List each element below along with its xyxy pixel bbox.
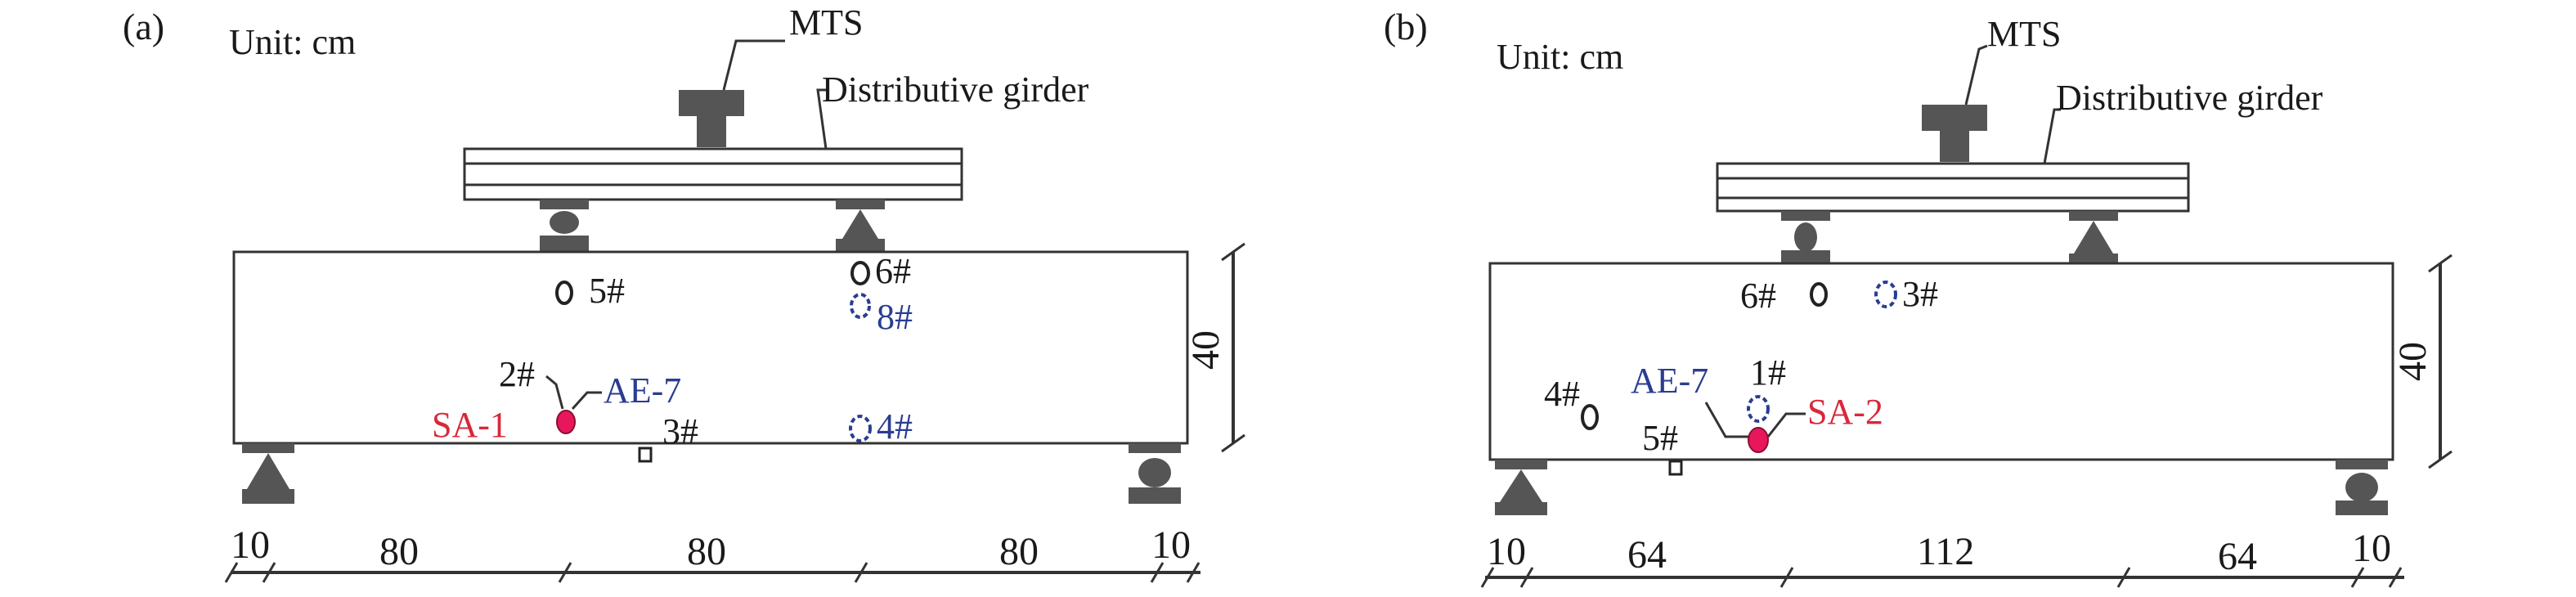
panel-b-mts-leader xyxy=(1964,44,1988,105)
panel-b-beam xyxy=(1488,262,2394,461)
panel-a-mts-leader xyxy=(722,39,785,91)
panel-b-dim-2: 64 xyxy=(1627,533,1667,577)
panel-b-ae-7-label: AE-7 xyxy=(1631,361,1708,401)
panel-b-upper-roller-support xyxy=(1781,211,1830,263)
panel-b-height-label: 40 xyxy=(2391,342,2435,381)
panel-a-height-dimension xyxy=(1221,242,1245,453)
panel-a-dim-2: 80 xyxy=(379,530,419,573)
panel-a-tag: (a) xyxy=(123,6,164,47)
panel-b-dim-5: 10 xyxy=(2352,527,2391,570)
panel-a-unit: Unit: cm xyxy=(229,22,356,62)
panel-a-sensor-8 xyxy=(850,293,871,319)
panel-a-dim-3: 80 xyxy=(687,530,726,573)
panel-a-dim-4: 80 xyxy=(999,530,1039,573)
panel-b-lower-roller-support xyxy=(2336,460,2388,515)
panel-a-sa-1-label: SA-1 xyxy=(432,405,508,445)
panel-a-sensor-8-label: 8# xyxy=(877,297,913,337)
panel-b-height-dimension xyxy=(2428,254,2453,469)
panel-a-upper-roller-support xyxy=(540,200,589,254)
panel-b-sensor-1-label: 1# xyxy=(1750,352,1786,393)
panel-b-lower-pin-support xyxy=(1495,460,1547,515)
panel-a-sensor-5 xyxy=(555,281,573,305)
panel-a-lower-roller-support xyxy=(1129,443,1181,504)
panel-b-mts-actuator xyxy=(1922,105,1987,162)
panel-a-mts-actuator xyxy=(679,90,744,147)
panel-a-span-dimension xyxy=(224,562,1200,583)
panel-a-sensor-4 xyxy=(849,415,872,442)
panel-b-sensor-3-label: 3# xyxy=(1902,274,1938,314)
panel-b-sensor-4-label: 4# xyxy=(1544,374,1580,414)
panel-a-sensor-2-label: 2# xyxy=(499,354,535,394)
panel-b-sensor-4 xyxy=(1581,404,1599,430)
panel-b-sensor-6-label: 6# xyxy=(1740,276,1776,316)
panel-a-distributive-girder xyxy=(463,147,963,201)
panel-b: (b) Unit: cm MTS Distributive girder xyxy=(1384,6,2453,588)
panel-a-sensor-6-label: 6# xyxy=(875,251,911,291)
panel-b-distributive-girder xyxy=(1716,162,2190,213)
panel-a-mts-label: MTS xyxy=(789,2,863,43)
panel-b-dim-4: 64 xyxy=(2218,535,2257,578)
panel-a-sensor-6 xyxy=(850,261,870,285)
panel-b-sensor-5-label: 5# xyxy=(1642,418,1678,458)
panel-a-girder-leader xyxy=(816,88,828,150)
panel-b-span-dimension xyxy=(1480,567,2404,588)
panel-a-upper-pin-support xyxy=(836,200,885,254)
panel-a-beam xyxy=(232,250,1189,445)
panel-a: (a) Unit: cm MTS Distributive girder xyxy=(123,2,1245,583)
panel-a-dim-5: 10 xyxy=(1151,523,1191,567)
panel-b-sensor-3 xyxy=(1874,281,1897,308)
panel-a-height-label: 40 xyxy=(1184,330,1227,370)
panel-b-sensor-5 xyxy=(1668,460,1683,476)
panel-b-sa-leader xyxy=(1766,412,1806,438)
panel-b-sensor-6 xyxy=(1810,282,1828,307)
panel-a-lower-pin-support xyxy=(242,443,294,504)
panel-b-dim-1: 10 xyxy=(1487,530,1526,573)
panel-b-mts-label: MTS xyxy=(1987,14,2061,54)
panel-a-dim-1: 10 xyxy=(231,523,270,567)
panel-b-girder-label: Distributive girder xyxy=(2056,78,2323,118)
panel-a-sensor-3-label: 3# xyxy=(662,411,698,451)
panel-b-girder-leader xyxy=(2043,108,2061,164)
panel-a-sensor-4-label: 4# xyxy=(877,406,913,447)
panel-a-ae-7-label: AE-7 xyxy=(604,370,681,411)
panel-b-unit: Unit: cm xyxy=(1497,37,1623,77)
panel-a-sa-1-marker xyxy=(556,410,576,434)
panel-a-girder-label: Distributive girder xyxy=(822,70,1089,110)
panel-b-dim-3: 112 xyxy=(1917,530,1974,573)
panel-a-sensor-3 xyxy=(638,447,653,463)
panel-b-tag: (b) xyxy=(1384,6,1428,47)
panel-a-sensor-2-leader xyxy=(545,375,564,410)
panel-b-upper-pin-support xyxy=(2069,211,2118,263)
panel-b-sensor-1 xyxy=(1747,395,1770,423)
panel-a-sensor-5-label: 5# xyxy=(589,271,625,311)
panel-b-ae-leader xyxy=(1704,402,1750,438)
panel-a-ae-leader xyxy=(571,391,602,411)
panel-b-sa-2-label: SA-2 xyxy=(1807,392,1883,432)
panel-b-sa-2-marker xyxy=(1748,427,1769,453)
